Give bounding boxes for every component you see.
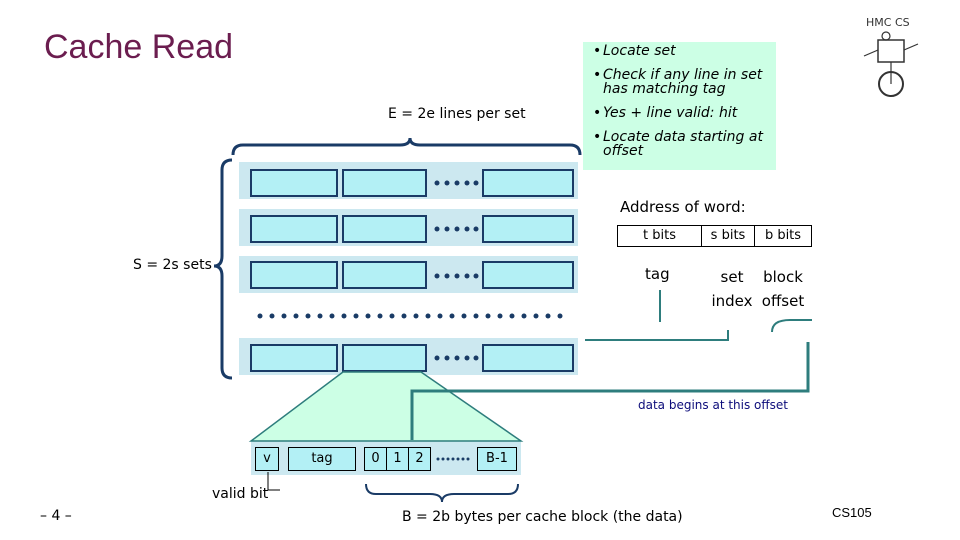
steps-callout: Locate set Check if any line in set has … (583, 42, 776, 170)
callout-step-2: Check if any line in set has matching ta… (593, 68, 773, 96)
lines-per-set-label: E = 2e lines per set (388, 106, 526, 122)
set-index-connector (585, 330, 729, 341)
sets-label: S = 2s sets (133, 257, 212, 273)
lines-brace (231, 137, 582, 156)
robot-bicycle-icon: HMC CS (863, 16, 919, 97)
address-s-bits: s bits (701, 225, 755, 247)
tag-cell: tag (288, 447, 356, 471)
bytes-per-block-label: B = 2b bytes per cache block (the data) (402, 509, 683, 525)
row-dots (434, 180, 479, 361)
byte-cell-1: 1 (386, 447, 409, 471)
cache-line-cell (342, 215, 427, 243)
cache-line-cell (482, 261, 574, 289)
sets-brace (213, 158, 233, 380)
bytes-brace (365, 483, 519, 503)
byte-dots (436, 457, 470, 461)
cache-line-cell (342, 261, 427, 289)
data-begins-label: data begins at this offset (638, 398, 788, 412)
callout-step-1: Locate set (593, 44, 776, 58)
cache-line-cell (482, 169, 574, 197)
cache-line-cell (342, 344, 427, 372)
byte-cell-2: 2 (408, 447, 431, 471)
byte-cell-last: B-1 (477, 447, 517, 471)
set-ellipsis (257, 313, 563, 319)
address-t-bits: t bits (617, 225, 702, 247)
cache-line-cell (250, 215, 338, 243)
cache-line-cell (250, 169, 338, 197)
cache-line-cell (250, 261, 338, 289)
valid-bit-cell: v (255, 447, 279, 471)
page-title: Cache Read (44, 28, 234, 66)
valid-bit-pointer (267, 472, 280, 491)
cache-line-cell (342, 169, 427, 197)
valid-bit-label: valid bit (212, 486, 269, 502)
hmc-cs-logo: HMC CS (856, 10, 926, 100)
callout-step-3: Yes + line valid: hit (593, 106, 776, 120)
page-number: – 4 – (40, 508, 72, 524)
address-of-word-label: Address of word: (620, 198, 746, 216)
zoom-trapezoid (248, 371, 524, 442)
data-offset-arrow (410, 342, 810, 440)
block-offset-label: block offset (761, 268, 805, 310)
callout-step-4: Locate data starting at offset (593, 130, 763, 158)
cache-line-cell (250, 344, 338, 372)
address-b-bits: b bits (754, 225, 812, 247)
tag-field-label: tag (645, 265, 670, 283)
set-index-label: set index (711, 268, 753, 310)
svg-text:HMC CS: HMC CS (866, 16, 910, 29)
cache-line-cell (482, 344, 574, 372)
cache-line-cell (482, 215, 574, 243)
course-label: CS105 (832, 505, 872, 520)
